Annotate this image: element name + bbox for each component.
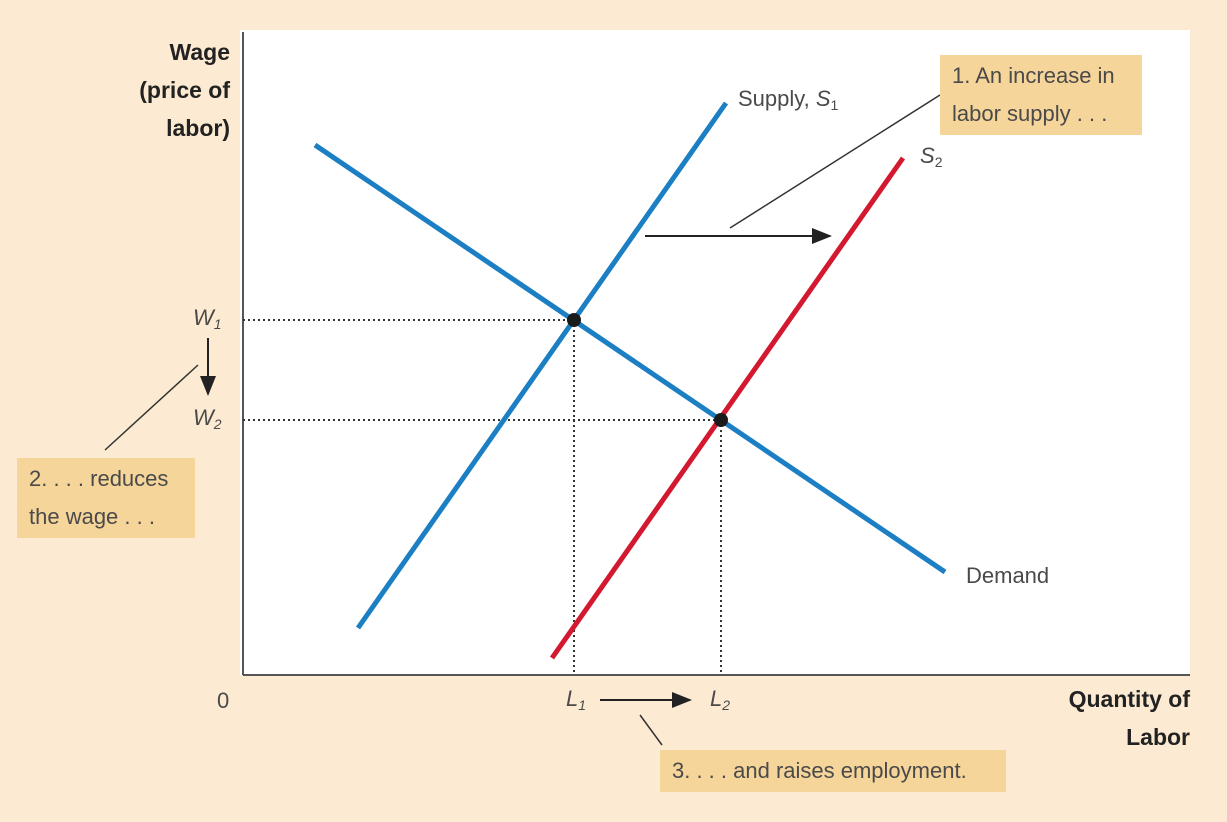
callout-step-2-line: the wage . . . <box>29 504 155 529</box>
supply-s1-subscript: 1 <box>830 97 839 113</box>
y-axis-title-line: labor) <box>166 115 230 141</box>
callout-step-1: 1. An increase in labor supply . . . <box>940 55 1142 135</box>
supply-s2-curve <box>549 156 906 660</box>
callout-step-1-line: 1. An increase in <box>952 63 1115 88</box>
y-axis-title-line: (price of <box>139 77 230 103</box>
y-axis-title-line: Wage <box>169 39 231 65</box>
callout-1-leader <box>729 94 941 229</box>
supply-s1-prefix: Supply, <box>738 86 816 111</box>
w1-subscript: 1 <box>213 316 222 332</box>
callout-step-2-line: 2. . . . reduces <box>29 466 169 491</box>
callout-step-1-line: labor supply . . . <box>952 101 1108 126</box>
w1-tick-label: W1 <box>193 305 222 332</box>
supply-s2-symbol: S <box>920 143 935 168</box>
callout-step-3-text: 3. . . . and raises employment. <box>672 758 967 783</box>
demand-curve <box>313 142 947 575</box>
w2-base: W <box>193 405 214 430</box>
demand-label: Demand <box>966 563 1050 588</box>
callout-2-leader <box>104 364 199 451</box>
y-axis-title: Wage (price of labor) <box>120 33 230 147</box>
l1-base: L <box>566 686 579 711</box>
w1-base: W <box>193 305 214 330</box>
x-axis-title-line: Labor <box>1126 724 1190 750</box>
supply-s2-subscript: 2 <box>934 154 943 170</box>
callout-step-2: 2. . . . reduces the wage . . . <box>17 458 195 538</box>
equilibrium-point-1 <box>567 313 581 327</box>
l1-tick-label: L1 <box>566 686 587 713</box>
l2-tick-label: L2 <box>710 686 731 713</box>
w2-tick-label: W2 <box>193 405 222 432</box>
callout-step-3: 3. . . . and raises employment. <box>660 750 1006 792</box>
l1-subscript: 1 <box>578 697 587 713</box>
l2-base: L <box>710 686 723 711</box>
origin-label: 0 <box>217 688 230 713</box>
l2-subscript: 2 <box>722 697 731 713</box>
callout-3-leader <box>639 714 663 746</box>
x-axis-title: Quantity of Labor <box>1010 680 1190 756</box>
supply-s1-symbol: S <box>815 86 831 111</box>
equilibrium-point-2 <box>714 413 728 427</box>
w2-subscript: 2 <box>213 416 222 432</box>
supply-s2-label: S2 <box>920 143 943 170</box>
x-axis-title-line: Quantity of <box>1068 686 1190 712</box>
supply-s1-curve <box>355 101 729 630</box>
supply-s1-label: Supply, S1 <box>738 86 839 113</box>
